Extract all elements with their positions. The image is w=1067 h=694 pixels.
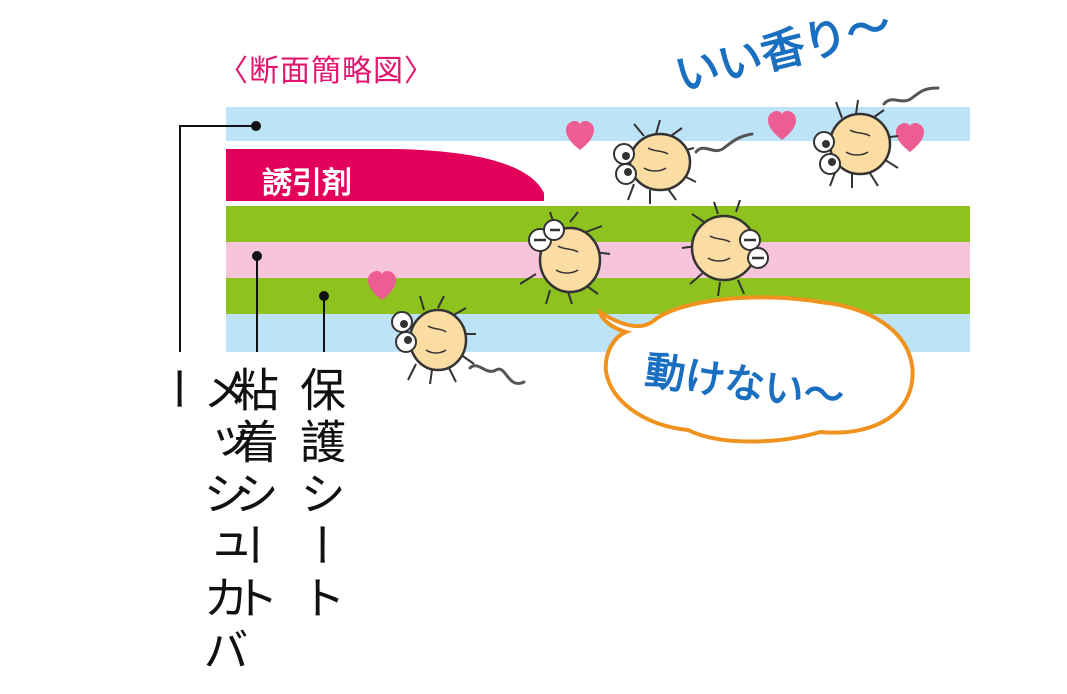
leader-dot-icon [252,251,262,261]
mite-icon [519,211,611,305]
motion-squiggle [694,132,754,154]
diagram-title: 〈断面簡略図〉 [218,54,435,89]
attractant-label: 誘引剤 [262,166,352,201]
attractant-shape [226,149,544,201]
mite-icon [681,200,769,296]
heart-icon [566,121,594,150]
protective-sheet-label: 保護シート [293,366,347,626]
heart-icon [896,123,924,152]
leader-dot-icon [251,121,261,131]
motion-squiggle [468,364,526,386]
mesh-cover-label: メッシュカバー [150,366,250,678]
motion-squiggle [882,86,940,106]
leader-dot-icon [319,291,329,301]
mite-icon [613,119,697,204]
speech-bubble [596,295,915,444]
heart-icon [368,271,396,300]
adhesive-sheet-label: 粘着シート [226,366,280,626]
mite-icon [813,99,899,188]
heart-icon [768,111,796,140]
protective-sheet-band-upper [226,206,970,242]
mite-icon [391,295,476,385]
